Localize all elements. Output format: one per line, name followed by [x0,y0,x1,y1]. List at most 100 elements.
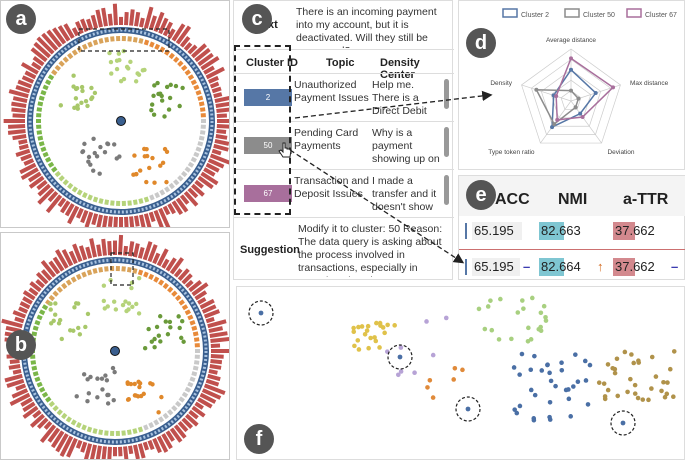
segment-tick [150,275,152,279]
data-point [152,83,156,87]
histogram-bar [130,241,132,256]
data-point [146,327,150,331]
radar-point [569,89,573,93]
histogram-bar [45,422,51,428]
data-point [168,325,172,329]
data-point [352,344,357,349]
data-point [672,349,677,354]
data-point [351,326,356,331]
data-point [76,106,80,110]
data-point [567,397,572,402]
circular-cluster-plot-a[interactable] [1,1,229,227]
segment-tick [52,71,56,74]
histogram-bar [196,181,203,187]
acc-value: 65.195 [472,258,520,276]
data-point [520,298,525,303]
density-scrollbar[interactable] [444,79,449,109]
segment-tick [193,368,198,369]
header-nmi: NMI [558,191,587,209]
segment-tick [112,36,113,41]
segment-tick [39,143,44,144]
data-point [559,360,564,365]
data-point [615,356,620,361]
segment-tick [89,270,91,275]
segment-tick [106,37,107,42]
nmi-value: 82.663 [541,222,599,240]
segment-tick [63,284,66,288]
data-point [115,67,119,71]
segment-tick [37,109,42,110]
segment-tick [140,427,142,432]
data-point [431,395,436,400]
segment-tick [73,187,76,191]
segment-tick [52,168,56,171]
histogram-bar [11,104,26,106]
segment-tick [173,292,177,295]
histogram-bar [97,10,101,27]
data-point [88,162,92,166]
data-point [137,311,141,315]
data-point [517,372,522,377]
topic-cell: Transaction and Deposit Issues [294,175,370,201]
histogram-bar [210,333,228,336]
histogram-bar [13,98,27,101]
radar-point [576,97,580,101]
header-attr: a-TTR [623,191,668,209]
data-point [143,154,147,158]
data-point [633,383,638,388]
data-point [477,307,482,312]
data-point [117,52,121,56]
segment-tick [129,430,130,435]
segment-tick [200,109,205,110]
panel-a-circular-cluster-view[interactable] [0,0,230,228]
radar-axis-label: Deviation [607,149,634,156]
density-scrollbar[interactable] [444,127,449,157]
data-point [106,142,110,146]
density-scrollbar[interactable] [444,175,449,205]
data-point [102,299,106,303]
histogram-bar [215,141,229,144]
data-point [59,103,63,107]
data-point [166,332,170,336]
segment-tick [50,296,54,299]
data-point [112,142,116,146]
data-point [103,306,107,310]
histogram-bar [217,126,229,127]
histogram-bar [10,361,20,362]
projection-scatter[interactable] [237,287,684,459]
selected-point [117,117,126,126]
histogram-bar [210,366,221,368]
data-point [488,298,493,303]
segment-tick [89,195,91,200]
data-point [112,398,116,402]
data-point [399,369,404,374]
histogram-bar [97,446,100,459]
data-point [85,399,89,403]
segment-tick [170,54,173,58]
segment-tick [89,42,91,47]
segment-tick [94,429,95,434]
radar-point [594,91,598,95]
histogram-bar [32,63,40,68]
data-point [143,346,147,350]
segment-tick [56,66,60,69]
segment-tick [100,39,101,44]
panel-label-d: d [466,28,496,58]
data-point [539,310,544,315]
data-point [158,339,162,343]
nmi-value: 82.664 [541,258,595,276]
panel-f-scatter-projection[interactable] [236,286,685,460]
data-point [167,107,171,111]
segment-tick [198,98,203,99]
data-point [663,395,668,400]
data-point [124,309,128,313]
segment-tick [35,322,40,324]
segment-tick [64,180,67,184]
data-point [112,370,116,374]
radar-point [578,112,582,116]
histogram-bar [217,115,227,116]
data-point [671,394,676,399]
legend-swatch [627,9,641,17]
data-point [78,332,82,336]
